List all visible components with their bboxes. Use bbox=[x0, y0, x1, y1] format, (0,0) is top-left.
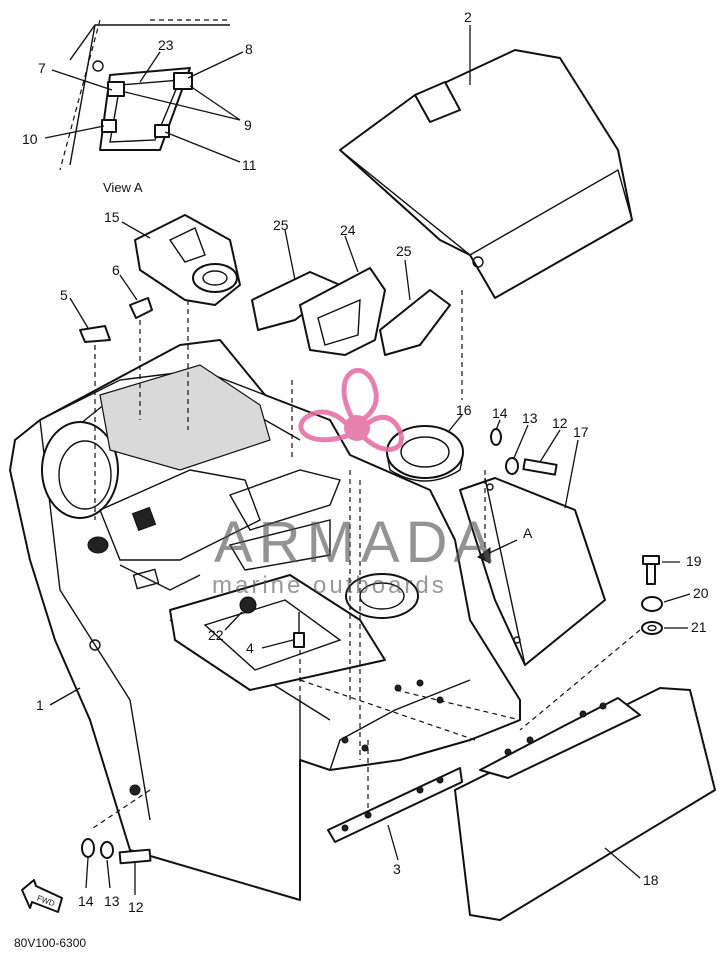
drawing-code: 80V100-6300 bbox=[14, 936, 86, 950]
callout-8: 8 bbox=[245, 41, 253, 57]
fastener-set-right: 19 20 21 bbox=[641, 553, 709, 635]
fastener-set-upper: 14 13 12 bbox=[490, 405, 568, 476]
fwd-arrow: FWD bbox=[21, 879, 63, 913]
callout-14b: 14 bbox=[78, 893, 94, 909]
callout-12a: 12 bbox=[552, 415, 568, 431]
callout-25a: 25 bbox=[273, 217, 289, 233]
callout-16: 16 bbox=[456, 402, 472, 418]
part-25-pad-left: 25 bbox=[251, 217, 341, 331]
view-a-label: View A bbox=[103, 180, 143, 195]
section-arrow-label: A bbox=[523, 525, 533, 541]
watermark: ARMADA marine outboards bbox=[212, 367, 498, 599]
part-4-fastener: 4 bbox=[246, 612, 305, 656]
part-17-side-panel: 17 A bbox=[459, 424, 606, 666]
switch-10 bbox=[101, 119, 117, 133]
watermark-tagline: marine outboards bbox=[212, 572, 447, 599]
part-3-plate: 3 bbox=[327, 767, 463, 877]
switch-8 bbox=[173, 72, 193, 90]
callout-14a: 14 bbox=[492, 405, 508, 421]
callout-15: 15 bbox=[104, 209, 120, 225]
callout-2: 2 bbox=[464, 9, 472, 25]
callout-11: 11 bbox=[242, 157, 257, 173]
watermark-brand: ARMADA bbox=[214, 510, 498, 575]
callout-3: 3 bbox=[393, 861, 401, 877]
callout-17: 17 bbox=[573, 424, 589, 440]
fastener-set-lower: 14 13 12 bbox=[78, 838, 152, 915]
callout-13b: 13 bbox=[104, 893, 120, 909]
callout-13a: 13 bbox=[522, 410, 538, 426]
part-18-lower-panel: 18 bbox=[454, 687, 716, 921]
callout-25b: 25 bbox=[396, 243, 412, 259]
assembly-lines bbox=[89, 290, 641, 831]
part-22-knob: 22 bbox=[208, 596, 257, 643]
view-a-inset: View A 7 8 23 9 10 11 bbox=[22, 19, 257, 195]
callout-12b: 12 bbox=[128, 899, 144, 915]
part-24-tray: 24 bbox=[299, 222, 386, 356]
callout-19: 19 bbox=[686, 553, 702, 569]
callout-24: 24 bbox=[340, 222, 356, 238]
callout-22: 22 bbox=[208, 627, 224, 643]
part-16-grommet: 16 bbox=[386, 402, 472, 482]
callout-5: 5 bbox=[60, 287, 68, 303]
callout-4: 4 bbox=[246, 640, 254, 656]
callout-1: 1 bbox=[36, 697, 44, 713]
callout-10: 10 bbox=[22, 131, 38, 147]
part-15-bracket: 15 bbox=[104, 209, 241, 306]
part-25-pad-right: 25 bbox=[379, 243, 451, 356]
part-2-lid: 2 bbox=[339, 9, 633, 299]
part-5-clip: 5 bbox=[60, 287, 111, 343]
callout-20: 20 bbox=[693, 585, 709, 601]
armada-logo-icon bbox=[298, 367, 404, 452]
callout-21: 21 bbox=[691, 619, 707, 635]
callout-7: 7 bbox=[38, 60, 46, 76]
callout-6: 6 bbox=[112, 262, 120, 278]
switch-11 bbox=[154, 124, 170, 138]
callout-18: 18 bbox=[643, 872, 659, 888]
part-6-clip: 6 bbox=[112, 262, 153, 319]
callout-23: 23 bbox=[158, 37, 174, 53]
callout-9: 9 bbox=[244, 117, 252, 133]
part-1-console-body: 1 bbox=[9, 339, 521, 901]
